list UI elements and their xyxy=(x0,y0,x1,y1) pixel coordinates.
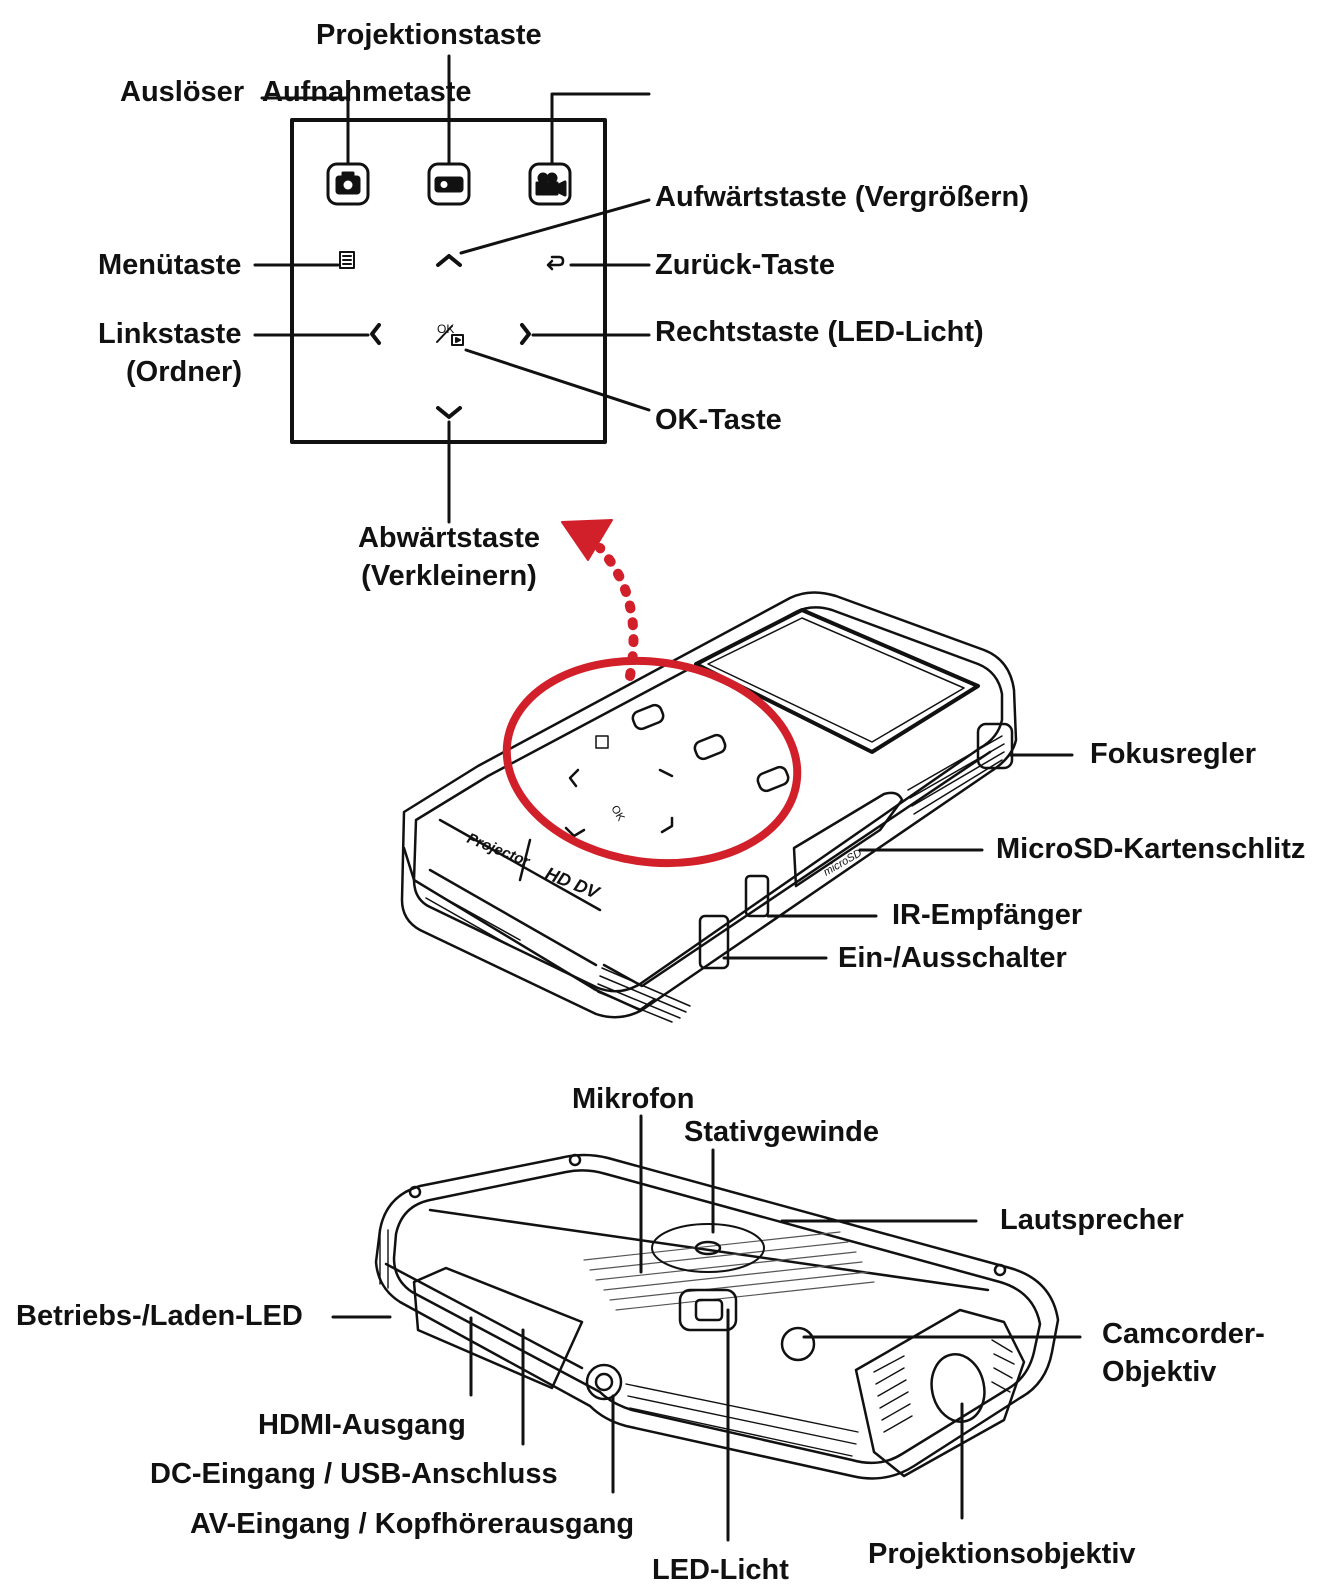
menu-icon xyxy=(339,251,355,269)
record-button-icon xyxy=(528,162,572,206)
arrow-head xyxy=(561,519,613,561)
label-rechtstaste: Rechtstaste (LED-Licht) xyxy=(655,316,984,348)
label-mikrofon: Mikrofon xyxy=(572,1083,695,1115)
label-stativgewinde: Stativgewinde xyxy=(684,1116,879,1148)
label-linkstaste-ordner: (Ordner) xyxy=(126,356,242,388)
label-hdmi-ausgang: HDMI-Ausgang xyxy=(258,1409,466,1441)
label-zurueck-taste: Zurück-Taste xyxy=(655,249,835,281)
right-chevron-icon xyxy=(520,323,531,345)
label-lautsprecher: Lautsprecher xyxy=(1000,1204,1184,1236)
label-fokusregler: Fokusregler xyxy=(1090,738,1256,770)
control-area-highlight xyxy=(502,656,802,868)
projector-button-icon xyxy=(427,162,471,206)
label-av-eingang: AV-Eingang / Kopfhörerausgang xyxy=(190,1508,635,1540)
label-camcorder: Camcorder- xyxy=(1102,1318,1265,1350)
label-betriebs-led: Betriebs-/Laden-LED xyxy=(16,1300,303,1332)
shutter-button-icon xyxy=(326,162,370,206)
device-print-projector: Projector xyxy=(465,830,534,871)
up-chevron-icon xyxy=(436,254,462,267)
label-aufnahmetaste: Aufnahmetaste xyxy=(262,76,472,108)
camcorder-front-view xyxy=(400,591,1018,1023)
label-camcorder-objektiv: Objektiv xyxy=(1102,1356,1217,1388)
label-menuetaste: Menütaste xyxy=(98,249,242,281)
back-icon xyxy=(546,255,565,271)
camcorder-rear-view xyxy=(374,1153,1060,1480)
label-ok-taste: OK-Taste xyxy=(655,404,782,436)
label-abwaertstaste: Abwärtstaste xyxy=(357,522,541,554)
label-aufwaertstaste: Aufwärtstaste (Vergrößern) xyxy=(655,181,1029,213)
device-print-hd-dv: HD DV xyxy=(543,863,604,903)
label-dc-usb: DC-Eingang / USB-Anschluss xyxy=(150,1458,558,1490)
ok-icon-label: OK xyxy=(437,322,454,336)
label-projektionsobjektiv: Projektionsobjektiv xyxy=(868,1538,1136,1570)
label-ein-ausschalter: Ein-/Ausschalter xyxy=(838,942,1067,974)
label-ir-empfaenger: IR-Empfänger xyxy=(892,899,1083,931)
label-projektionstaste: Projektionstaste xyxy=(316,19,542,51)
control-panel-frame xyxy=(290,118,607,444)
device-print-ok: OK xyxy=(608,804,627,824)
label-led-licht: LED-Licht xyxy=(652,1554,789,1586)
down-chevron-icon xyxy=(436,406,462,419)
ok-icon xyxy=(436,325,464,346)
left-chevron-icon xyxy=(370,323,381,345)
label-microsd: MicroSD-Kartenschlitz xyxy=(996,833,1306,865)
dotted-arrow xyxy=(595,543,639,681)
label-ausloeser: Auslöser xyxy=(120,76,245,108)
label-linkstaste: Linkstaste xyxy=(98,318,242,350)
label-abwaertstaste-verkleinern: (Verkleinern) xyxy=(361,560,537,592)
